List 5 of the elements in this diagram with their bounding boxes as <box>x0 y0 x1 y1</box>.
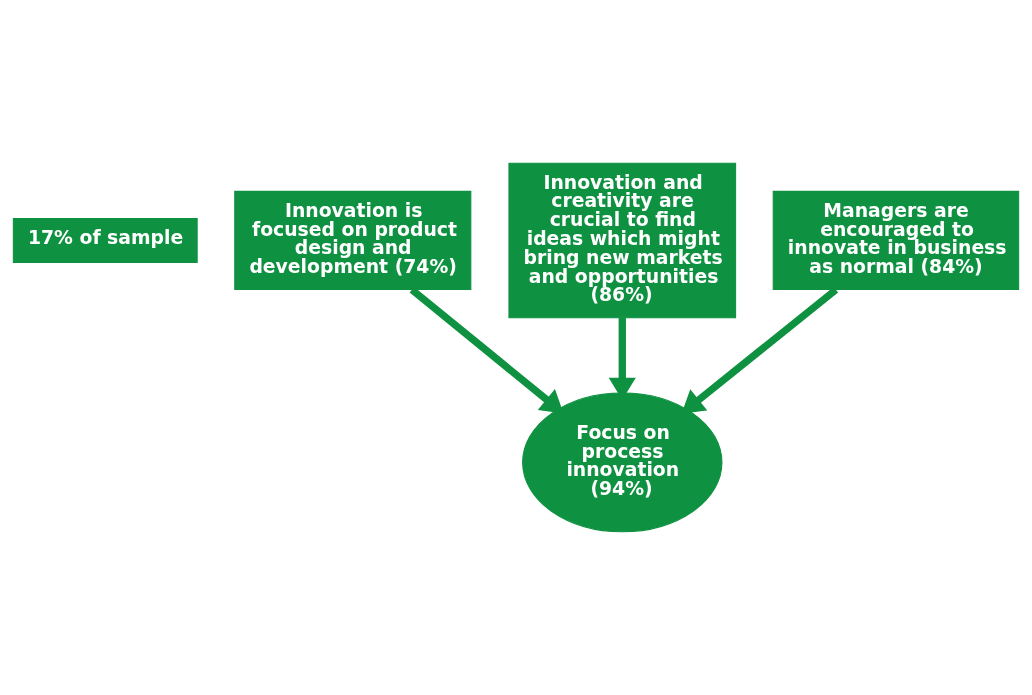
node-box: 17% of sample <box>12 218 198 263</box>
node-box: Innovation is focused on product design and development (74%) <box>234 190 472 291</box>
node-box: Managers are encouraged to innovate in business as normal (84%) <box>772 190 1020 291</box>
node-ellipse: Focus on process innovation (94%) <box>522 392 723 533</box>
node-box: Innovation and creativity are crucial to find ideas which might bring new markets and opportunities (86%) <box>508 162 737 319</box>
